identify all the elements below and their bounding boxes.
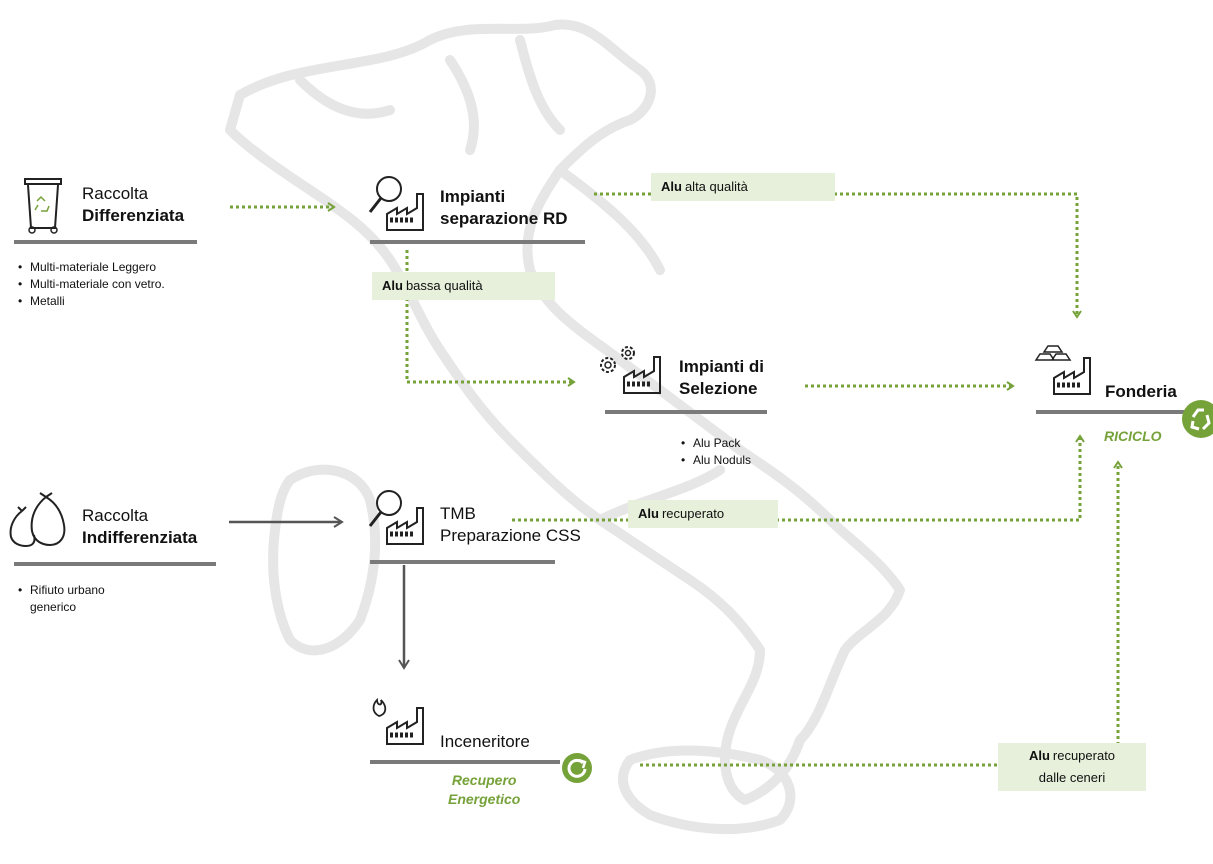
impianti-separazione-underline <box>370 240 585 244</box>
impianti-separazione-title: Impianti separazione RD <box>440 187 568 228</box>
list-item: Rifiuto urbano generico <box>18 582 148 616</box>
impianti-selezione-title: Impianti di Selezione <box>679 357 764 398</box>
recycle-badge-icon <box>1181 399 1213 439</box>
factory-magnifier-icon <box>367 486 429 548</box>
fonderia-title: Fonderia <box>1105 382 1177 401</box>
fonderia-underline <box>1036 410 1186 414</box>
impianti-selezione-underline <box>605 410 767 414</box>
list-item: Metalli <box>18 293 165 310</box>
riciclo-label: RICICLO <box>1104 428 1162 444</box>
raccolta-differenziata-underline <box>14 240 197 244</box>
inceneritore-title: Inceneritore <box>440 732 530 751</box>
list-item: Alu Pack <box>681 435 751 452</box>
factory-ingots-icon <box>1034 340 1094 396</box>
raccolta-indifferenziata-title: Raccolta Indifferenziata <box>82 506 198 547</box>
factory-flame-icon <box>367 697 429 746</box>
impianti-selezione-bullets: Alu Pack Alu Noduls <box>681 435 751 469</box>
tmb-title: TMB Preparazione CSS <box>440 504 581 545</box>
inceneritore-underline <box>370 760 560 764</box>
energy-recovery-badge-icon <box>561 752 593 784</box>
trash-bags-icon <box>6 491 68 549</box>
list-item: Multi-materiale Leggero <box>18 259 165 276</box>
raccolta-differenziata-bullets: Multi-materiale Leggero Multi-materiale … <box>18 259 165 310</box>
recycle-bin-icon <box>22 176 64 234</box>
recupero-energetico-label: Recupero Energetico <box>448 772 521 807</box>
arrow-separazione-alta <box>594 192 1082 319</box>
raccolta-indifferenziata-bullets: Rifiuto urbano generico <box>18 582 148 616</box>
factory-magnifier-icon <box>367 172 429 234</box>
list-item: Multi-materiale con vetro. <box>18 276 165 293</box>
list-item: Alu Noduls <box>681 452 751 469</box>
tmb-underline <box>370 560 555 564</box>
raccolta-indifferenziata-underline <box>14 562 216 566</box>
factory-gears-icon <box>596 343 664 395</box>
arrow-separazione-bassa <box>405 250 576 387</box>
arrow-ceneri-to-fonderia <box>640 460 1123 767</box>
raccolta-differenziata-title: Raccolta Differenziata <box>82 184 185 225</box>
arrow-tmb-to-fonderia <box>512 434 1085 522</box>
